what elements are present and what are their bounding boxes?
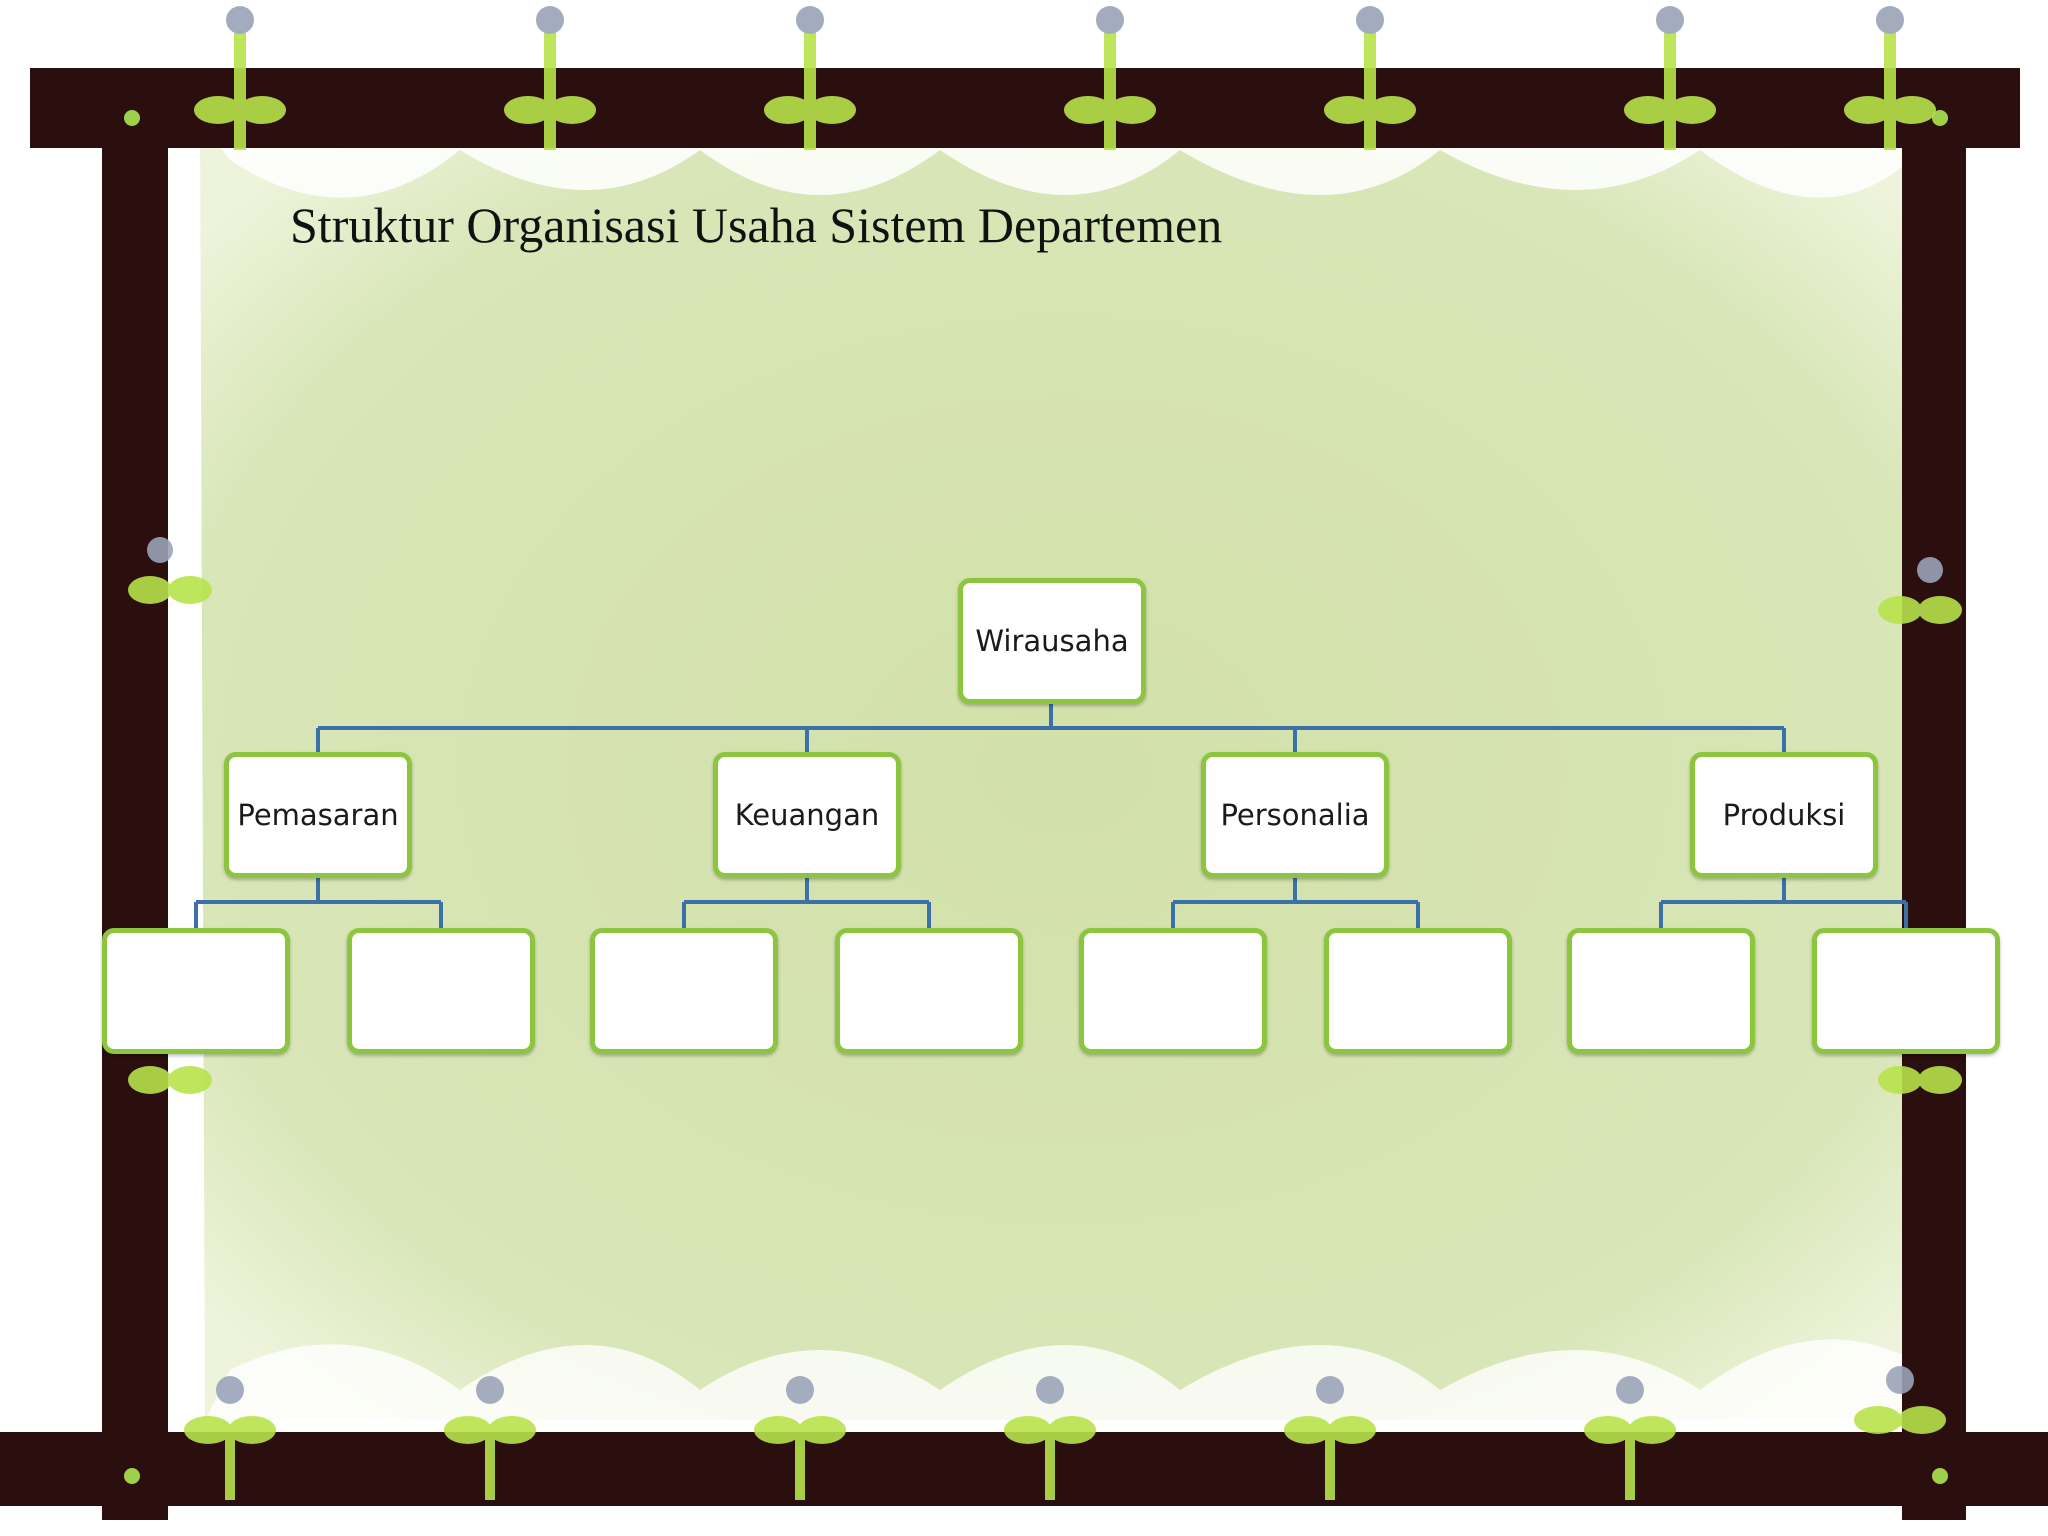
frame-rivet-icon — [1932, 1468, 1948, 1484]
org-node-subunit — [835, 928, 1023, 1054]
org-node-subunit — [1567, 928, 1755, 1054]
org-node-subunit — [1324, 928, 1512, 1054]
org-node-subunit — [590, 928, 778, 1054]
org-node-department: Pemasaran — [224, 752, 412, 878]
frame-left-post — [102, 120, 168, 1520]
org-node-subunit — [1812, 928, 2000, 1054]
org-node-subunit — [1079, 928, 1267, 1054]
frame-right-post — [1902, 120, 1966, 1520]
org-node-root: Wirausaha — [958, 578, 1146, 704]
side-bows — [128, 537, 1962, 1094]
bottom-bows — [184, 1366, 1946, 1500]
frame-rivet-icon — [124, 1468, 140, 1484]
org-node-subunit — [347, 928, 535, 1054]
frame-bottom-bar — [0, 1432, 2048, 1506]
frame-rivet-icon — [1932, 110, 1948, 126]
org-node-department: Keuangan — [713, 752, 901, 878]
top-bows — [194, 6, 1936, 150]
org-connectors — [194, 704, 1908, 928]
frame-rivet-icon — [124, 110, 140, 126]
curtain-cloth — [200, 120, 1930, 1420]
org-node-department: Produksi — [1690, 752, 1878, 878]
org-node-subunit — [102, 928, 290, 1054]
curtain-bottom-scallops — [205, 1339, 1930, 1420]
page-title: Struktur Organisasi Usaha Sistem Departe… — [290, 197, 1223, 253]
frame-top-bar — [30, 68, 2020, 148]
org-node-department: Personalia — [1201, 752, 1389, 878]
